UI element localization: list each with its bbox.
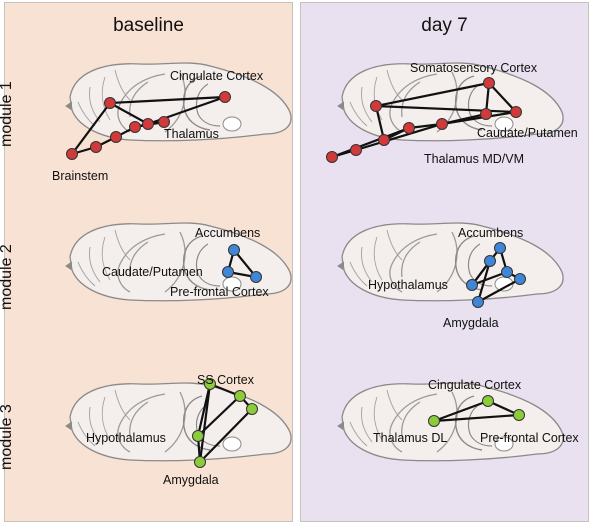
network-edge	[488, 82, 517, 113]
label-thalamus-dl: Thalamus DL	[373, 431, 447, 445]
network-edge	[355, 122, 443, 152]
network-edge	[375, 81, 490, 108]
network-node	[484, 255, 496, 267]
network-node	[403, 122, 415, 134]
network-node	[326, 151, 338, 163]
network-node	[234, 390, 246, 402]
label-prefrontal-cortex: Pre-frontal Cortex	[170, 285, 269, 299]
column-title-baseline: baseline	[113, 15, 184, 36]
network-node	[466, 279, 478, 291]
network-node	[228, 244, 240, 256]
label-thalamus: Thalamus	[164, 127, 219, 141]
network-node	[428, 415, 440, 427]
network-edge	[198, 383, 212, 463]
brain-outline	[337, 382, 564, 462]
network-node	[129, 121, 141, 133]
network-edge	[109, 95, 226, 105]
network-node	[436, 118, 448, 130]
network-edge	[477, 278, 521, 303]
network-node	[250, 271, 262, 283]
network-node	[480, 108, 492, 120]
network-node	[514, 273, 526, 285]
network-node	[90, 141, 102, 153]
label-accumbens: Accumbens	[195, 226, 260, 240]
label-hypothalamus: Hypothalamus	[368, 278, 448, 292]
label-hypothalamus: Hypothalamus	[86, 431, 166, 445]
brain-outline	[65, 382, 292, 462]
label-somatosensory-cortex: Somatosensory Cortex	[410, 61, 538, 75]
network-node	[222, 266, 234, 278]
network-node	[104, 97, 116, 109]
network-node	[513, 409, 525, 421]
network-node	[494, 242, 506, 254]
network-edge	[375, 104, 517, 114]
network-node	[483, 77, 495, 89]
label-cingulate-cortex: Cingulate Cortex	[428, 378, 522, 392]
network-node	[194, 456, 206, 468]
label-caudate-putamen: Caudate/Putamen	[477, 126, 578, 140]
network-node	[110, 131, 122, 143]
network-edge	[71, 102, 111, 155]
network-edge	[433, 399, 489, 423]
network-edge	[433, 413, 520, 423]
network-node	[350, 144, 362, 156]
column-title-day7: day 7	[421, 15, 468, 36]
label-amygdala: Amygdala	[443, 316, 499, 330]
network-node	[142, 118, 154, 130]
network-node	[246, 403, 258, 415]
network-node	[219, 91, 231, 103]
label-thalamus-md-vm: Thalamus MD/VM	[424, 152, 524, 166]
label-accumbens: Accumbens	[458, 226, 523, 240]
label-brainstem: Brainstem	[52, 169, 108, 183]
network-edge	[331, 126, 410, 159]
label-prefrontal-cortex: Pre-frontal Cortex	[480, 431, 579, 445]
label-cingulate-cortex: Cingulate Cortex	[170, 69, 264, 83]
network-node	[472, 296, 484, 308]
network-node	[158, 116, 170, 128]
label-amygdala: Amygdala	[163, 473, 219, 487]
network-edge	[197, 395, 241, 437]
network-node	[66, 148, 78, 160]
network-edge	[109, 102, 149, 125]
network-node	[501, 266, 513, 278]
network-node	[510, 106, 522, 118]
network-edge	[441, 110, 517, 126]
label-ss-cortex: SS Cortex	[197, 373, 255, 387]
network-node	[482, 395, 494, 407]
network-node	[204, 378, 216, 390]
network-node	[378, 134, 390, 146]
network-edge	[199, 408, 253, 463]
network-edge	[471, 270, 508, 287]
network-node	[192, 430, 204, 442]
label-caudate-putamen: Caudate/Putamen	[102, 265, 203, 279]
network-node	[370, 100, 382, 112]
